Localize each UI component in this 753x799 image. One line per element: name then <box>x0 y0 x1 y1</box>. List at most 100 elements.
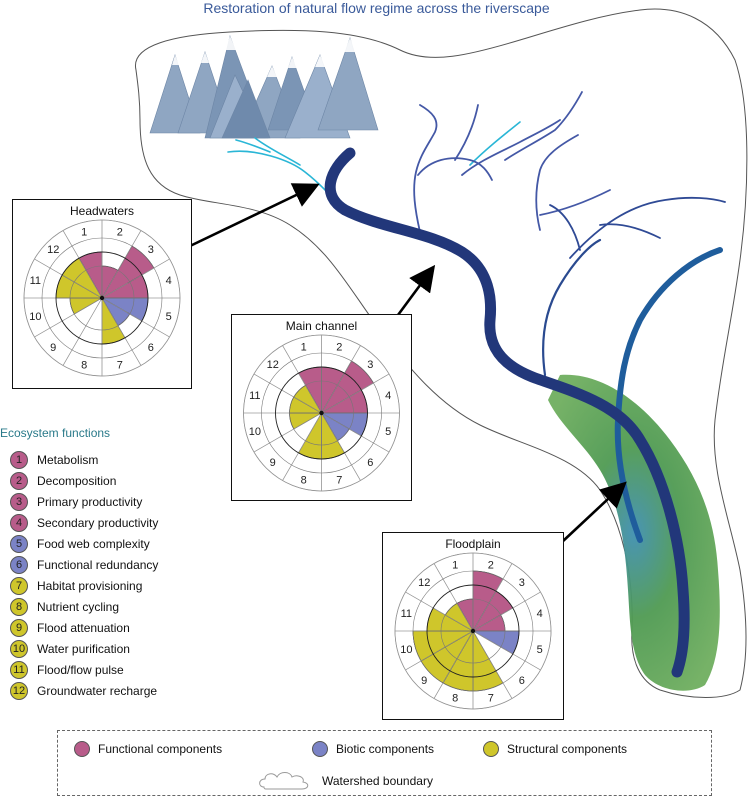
function-label: Habitat provisioning <box>37 579 143 593</box>
rose-center <box>470 628 476 634</box>
legend-functional: Functional components <box>74 741 222 757</box>
rose-label: 4 <box>385 390 391 402</box>
legend-functional-label: Functional components <box>98 742 223 756</box>
rose-ring <box>69 265 135 331</box>
rose-label: 5 <box>385 426 391 438</box>
rose-label: 9 <box>50 342 56 354</box>
rose-label: 8 <box>301 475 307 487</box>
function-badge: 11 <box>10 661 28 679</box>
rose-center <box>99 295 105 301</box>
list-item: 8 Nutrient cycling <box>10 597 119 617</box>
list-item: 4 Secondary productivity <box>10 513 158 533</box>
function-badge: 5 <box>10 535 28 553</box>
rose-label: 1 <box>452 559 458 571</box>
function-badge: 1 <box>10 451 28 469</box>
function-label: Groundwater recharge <box>37 684 158 698</box>
function-badge: 4 <box>10 514 28 532</box>
function-badge: 9 <box>10 619 28 637</box>
rose-ring <box>41 237 163 359</box>
function-label: Flood attenuation <box>37 621 130 635</box>
watershed-boundary <box>135 8 748 698</box>
legend-title: Ecosystem functions <box>0 426 111 440</box>
rose-label: 5 <box>166 311 172 323</box>
panel-title-headwaters: Headwaters <box>69 204 135 218</box>
function-badge: 3 <box>10 493 28 511</box>
floodplain-area <box>548 374 720 691</box>
function-badge: 8 <box>10 598 28 616</box>
structural-swatch <box>483 741 499 757</box>
list-item: 12 Groundwater recharge <box>10 681 157 701</box>
rose-label: 6 <box>367 457 373 469</box>
function-label: Secondary productivity <box>37 516 159 530</box>
function-badge: 2 <box>10 472 28 490</box>
rose-label: 2 <box>488 559 494 571</box>
rose-label: 1 <box>81 226 87 238</box>
mountains <box>149 34 379 139</box>
rose-label: 12 <box>418 577 430 589</box>
function-label: Flood/flow pulse <box>37 663 124 677</box>
rose-label: 9 <box>421 675 427 687</box>
legend-biotic: Biotic components <box>312 741 434 757</box>
rose-label: 11 <box>401 608 412 620</box>
biotic-swatch <box>312 741 328 757</box>
component-legend: Functional components Biotic components … <box>57 730 712 796</box>
list-item: 11 Flood/flow pulse <box>10 660 124 680</box>
rose-center <box>319 410 324 416</box>
function-badge: 10 <box>10 640 28 658</box>
rose-label: 12 <box>267 359 279 371</box>
legend-structural-label: Structural components <box>507 742 628 756</box>
rose-label: 9 <box>270 457 276 469</box>
rose-sector-outline <box>405 563 474 632</box>
rose-ring <box>275 366 368 460</box>
rose-label: 4 <box>166 275 172 287</box>
rose-label: 10 <box>400 644 412 656</box>
legend-structural: Structural components <box>483 741 627 757</box>
rose-label: 7 <box>117 360 123 372</box>
functional-swatch <box>74 741 90 757</box>
list-item: 2 Decomposition <box>10 471 116 491</box>
panel-title-floodplain: Floodplain <box>445 537 501 551</box>
rose-sector-outline <box>253 345 323 414</box>
rose-label: 3 <box>519 577 525 589</box>
function-label: Nutrient cycling <box>37 600 120 614</box>
rose-ring <box>55 251 149 345</box>
rose-label: 1 <box>301 341 307 353</box>
legend-watershed: Watershed boundary <box>256 769 433 793</box>
list-item: 10 Water purification <box>10 639 130 659</box>
cloud-icon <box>259 772 309 790</box>
main-channel <box>324 147 690 678</box>
function-label: Decomposition <box>37 474 117 488</box>
function-badge: 6 <box>10 556 28 574</box>
headwater-stream <box>227 150 331 196</box>
rose-ring <box>412 570 534 692</box>
function-badge: 12 <box>10 682 28 700</box>
snow-caps <box>172 36 356 77</box>
panel-title-main-channel: Main channel <box>285 319 358 333</box>
list-item: 9 Flood attenuation <box>10 618 130 638</box>
rose-label: 5 <box>537 644 543 656</box>
rose-ring <box>261 352 382 474</box>
rose-label: 3 <box>367 359 373 371</box>
headwater-stream-branch <box>254 137 301 166</box>
function-label: Water purification <box>37 642 130 656</box>
figure-title: Restoration of natural flow regime acros… <box>203 0 550 16</box>
rose-label: 7 <box>488 693 494 705</box>
legend-watershed-label: Watershed boundary <box>322 774 433 788</box>
rose-label: 3 <box>148 244 154 256</box>
rose-label: 10 <box>249 426 261 438</box>
rose-label: 7 <box>336 475 342 487</box>
tributary-light <box>469 121 521 166</box>
rose-label: 8 <box>81 360 87 372</box>
